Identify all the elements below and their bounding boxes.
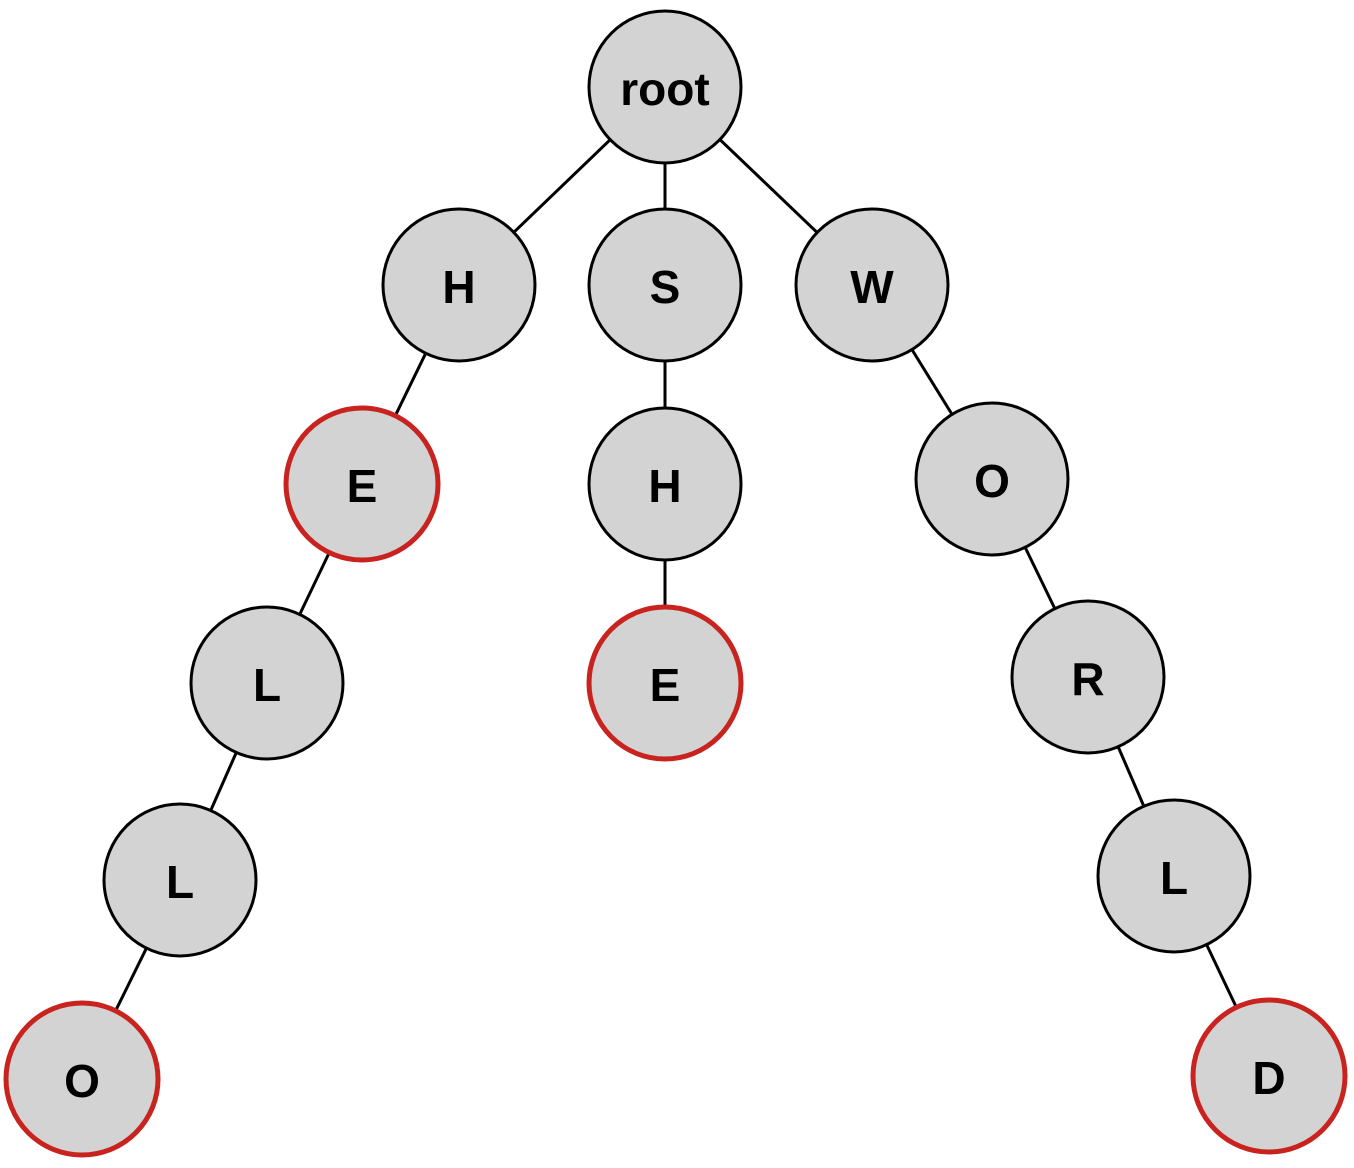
node-circle xyxy=(587,406,743,562)
edge-l2-o2 xyxy=(114,947,148,1012)
edges-layer xyxy=(114,138,1238,1012)
edge-w1-o1 xyxy=(910,348,954,416)
node-label: L xyxy=(1160,852,1188,904)
node-w1: W xyxy=(794,207,950,363)
edge-root-h1 xyxy=(512,138,612,234)
node-label: root xyxy=(620,63,709,115)
terminal-node-circle xyxy=(1190,997,1348,1155)
node-circle xyxy=(587,9,743,165)
node-label: W xyxy=(850,261,894,313)
edge-e1-l1 xyxy=(298,551,331,616)
node-circle xyxy=(587,207,743,363)
node-circle xyxy=(1010,599,1166,755)
edge-r1-l3 xyxy=(1116,746,1146,807)
node-h1: H xyxy=(381,207,537,363)
node-r1: R xyxy=(1010,599,1166,755)
node-l3: L xyxy=(1096,798,1252,954)
node-h2: H xyxy=(587,406,743,562)
terminal-node-circle xyxy=(283,405,441,563)
terminal-node-circle xyxy=(586,604,744,762)
node-label: H xyxy=(648,460,681,512)
node-circle xyxy=(381,207,537,363)
edge-l3-d1 xyxy=(1205,944,1238,1008)
edge-o1-r1 xyxy=(1023,546,1057,610)
edge-root-w1 xyxy=(718,138,819,234)
node-circle xyxy=(1096,798,1252,954)
node-circle xyxy=(189,605,345,761)
node-s1: S xyxy=(587,207,743,363)
edge-h1-e1 xyxy=(393,352,428,417)
edge-l1-l2 xyxy=(209,751,238,812)
terminal-node-circle xyxy=(3,1000,161,1158)
node-label: L xyxy=(166,856,194,908)
node-label: R xyxy=(1071,653,1104,705)
node-l1: L xyxy=(189,605,345,761)
node-o1: O xyxy=(914,401,1070,557)
node-l2: L xyxy=(102,802,258,958)
node-label: D xyxy=(1252,1052,1285,1104)
node-label: S xyxy=(650,261,681,313)
node-e2: E xyxy=(586,604,744,762)
node-label: O xyxy=(974,455,1010,507)
node-label: E xyxy=(347,460,378,512)
node-label: H xyxy=(442,261,475,313)
node-root: root xyxy=(587,9,743,165)
node-label: L xyxy=(253,659,281,711)
node-circle xyxy=(794,207,950,363)
node-o2: O xyxy=(3,1000,161,1158)
node-label: O xyxy=(64,1055,100,1107)
node-e1: E xyxy=(283,405,441,563)
node-circle xyxy=(914,401,1070,557)
node-circle xyxy=(102,802,258,958)
node-d1: D xyxy=(1190,997,1348,1155)
node-label: E xyxy=(650,659,681,711)
